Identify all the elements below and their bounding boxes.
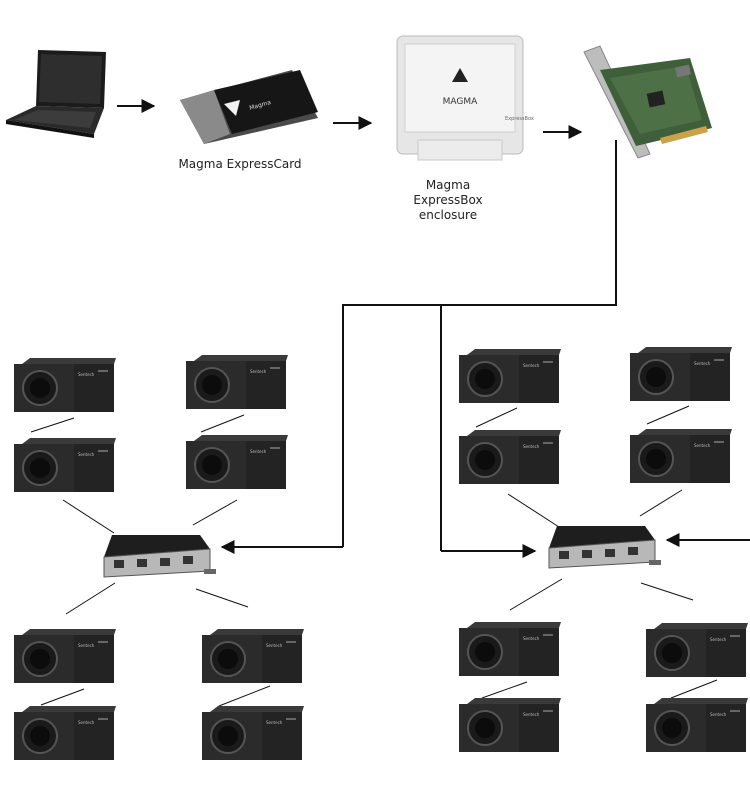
expressbox-label: Magma ExpressBox enclosure xyxy=(392,178,504,223)
camera-icon xyxy=(185,354,289,410)
pcie-card-icon xyxy=(583,45,712,159)
expressbox-label-line1: Magma ExpressBox xyxy=(413,178,483,207)
expresscard-label: Magma ExpressCard xyxy=(178,157,302,171)
camera-links xyxy=(30,405,718,707)
camera-icon xyxy=(645,697,749,753)
camera-icon xyxy=(13,357,117,413)
camera-icon xyxy=(458,348,562,404)
camera-icon xyxy=(13,437,117,493)
camera-icon xyxy=(458,697,562,753)
camera-icon xyxy=(458,429,562,485)
connection-lines xyxy=(342,140,617,551)
camera-icon xyxy=(185,434,289,490)
expresscard-icon: Magma xyxy=(180,70,318,144)
svg-text:MAGMA: MAGMA xyxy=(443,97,479,107)
camera-icon xyxy=(629,346,733,402)
svg-text:ExpressBox: ExpressBox xyxy=(505,116,534,122)
camera-icon xyxy=(629,428,733,484)
camera-icon xyxy=(13,705,117,761)
expressbox-enclosure-icon: MAGMA ExpressBox xyxy=(396,35,534,161)
camera-icon xyxy=(201,628,305,684)
expressbox-label-line2: enclosure xyxy=(418,208,478,222)
hub-icon xyxy=(103,534,217,578)
hub-icon xyxy=(548,525,662,569)
camera-icon xyxy=(458,621,562,677)
camera-icon xyxy=(13,628,117,684)
camera-icon xyxy=(645,622,749,678)
camera-icon xyxy=(201,705,305,761)
laptop-icon xyxy=(6,50,106,138)
